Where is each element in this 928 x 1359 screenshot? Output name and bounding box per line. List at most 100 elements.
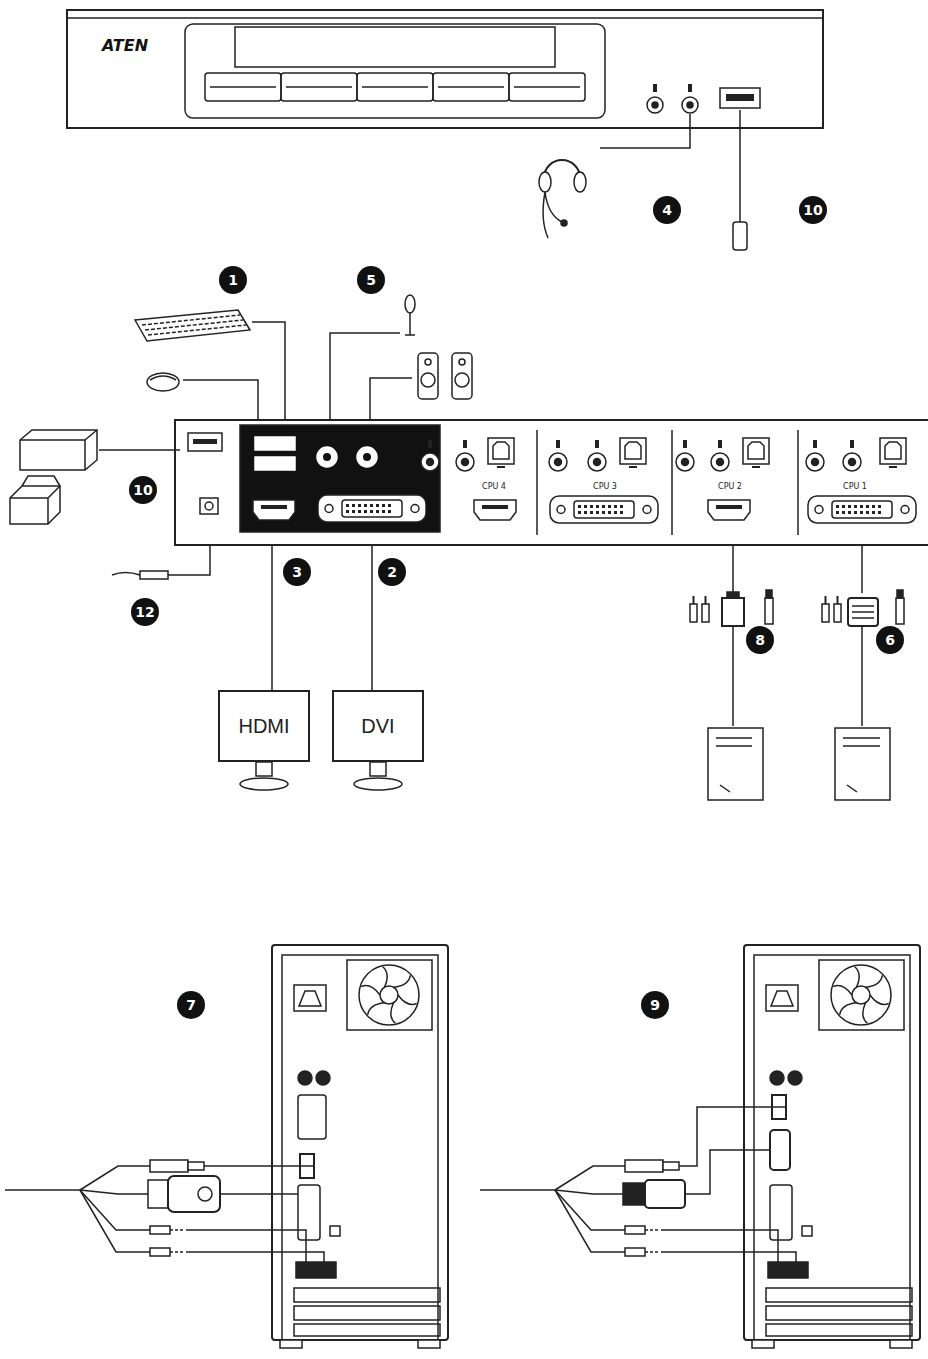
rear-panel [175, 420, 928, 545]
headset-mic [561, 220, 567, 226]
audio-jacks [768, 1262, 808, 1278]
usb-b-inner [493, 442, 509, 459]
dvi-pin [590, 505, 593, 508]
audio-plug [625, 1226, 645, 1234]
tower-detail [843, 738, 880, 792]
dvi-pin [836, 511, 839, 514]
power-jack [200, 498, 218, 514]
callout-number: 2 [378, 558, 406, 586]
dvi-port [808, 496, 916, 523]
display-bezel [185, 24, 605, 118]
usb-plug-tip [897, 590, 903, 598]
dvi-pin [860, 505, 863, 508]
usb-plug [896, 598, 904, 624]
fan [831, 965, 891, 1025]
audio-jack-hole [812, 459, 819, 466]
jack-icon [850, 440, 854, 448]
cable [204, 1165, 300, 1167]
audio-plug-tip [645, 1251, 659, 1253]
leader-line [252, 322, 285, 420]
audio-plug-tip [693, 596, 695, 604]
audio-jack-hole [594, 459, 601, 466]
dvi-pin [878, 505, 881, 508]
expansion-slot [294, 1324, 440, 1336]
power-socket [294, 985, 326, 1011]
dvi-pin [346, 510, 349, 513]
fan-blade [383, 967, 388, 987]
audio-jack [676, 453, 694, 471]
computer-tower [708, 728, 763, 800]
usb-plug-tip [766, 590, 772, 598]
dvi-screw [411, 505, 419, 513]
dvi-pin [364, 504, 367, 507]
speaker [418, 353, 438, 399]
printer-paper [10, 476, 60, 524]
ps2-port [770, 1071, 784, 1085]
hdmi-port [474, 500, 516, 520]
dvi-pin [352, 504, 355, 507]
speaker-tweeter [425, 359, 431, 365]
usb-plug-tip [188, 1162, 204, 1170]
leader-line [739, 110, 741, 222]
dvi-pin [358, 504, 361, 507]
port-label: CPU 2 [717, 482, 743, 491]
case-foot [752, 1340, 774, 1348]
section-divider [671, 430, 673, 535]
power-cable [112, 573, 140, 576]
keyboard-keys [142, 315, 240, 325]
dvi-pin [578, 505, 581, 508]
dvi-pin [848, 505, 851, 508]
dvi-port [298, 1185, 320, 1240]
dvi-pin [872, 505, 875, 508]
audio-jack-hole [652, 102, 658, 108]
usb-port-tongue [193, 439, 217, 444]
usb-b-inner [885, 442, 901, 459]
port-label: CPU 3 [592, 482, 618, 491]
dvi-pin [854, 505, 857, 508]
brand-logo: ATEN [102, 36, 148, 55]
audio-plug-tip [170, 1229, 184, 1231]
fan-grille [347, 960, 432, 1030]
audio-jack-hole [717, 459, 724, 466]
drawing [5, 10, 928, 1348]
dvi-pin [608, 505, 611, 508]
usb-port-tongue [726, 94, 754, 101]
leader-line [370, 378, 412, 420]
audio-plug-tip [705, 596, 707, 604]
audio-jack [421, 453, 439, 471]
dvi-pin [358, 510, 361, 513]
monitor-neck [256, 762, 272, 776]
callout-number: 5 [357, 266, 385, 294]
audio-plug [834, 604, 841, 622]
dvi-pin [596, 511, 599, 514]
speaker-cone [455, 373, 469, 387]
fan-hub [852, 986, 870, 1004]
audio-jack [357, 447, 377, 467]
usb-b-inner [625, 442, 641, 459]
leader-line [330, 333, 400, 420]
callout-number: 4 [653, 196, 681, 224]
keyboard-keys [148, 325, 246, 335]
dvi-plug-head [168, 1176, 220, 1212]
dvi-pin [866, 511, 869, 514]
dvi-pin [620, 511, 623, 514]
cable-branch [80, 1166, 150, 1190]
hard-drive-edge [20, 430, 97, 470]
jack-icon [683, 440, 687, 448]
dvi-pin [346, 504, 349, 507]
port-label: CPU 4 [481, 482, 507, 491]
usb-port [300, 1154, 314, 1178]
speaker [452, 353, 472, 399]
dvi-port-body [832, 501, 892, 518]
callout-number: 9 [641, 991, 669, 1019]
cable [685, 1150, 770, 1194]
cable-branch [80, 1190, 150, 1230]
mouse [147, 373, 179, 391]
dvi-screw [325, 505, 333, 513]
case-foot [418, 1340, 440, 1348]
dvi-pin [364, 510, 367, 513]
cable-branch [80, 1190, 150, 1252]
dvi-pin [584, 511, 587, 514]
audio-jack [711, 453, 729, 471]
dvi-pin [614, 511, 617, 514]
